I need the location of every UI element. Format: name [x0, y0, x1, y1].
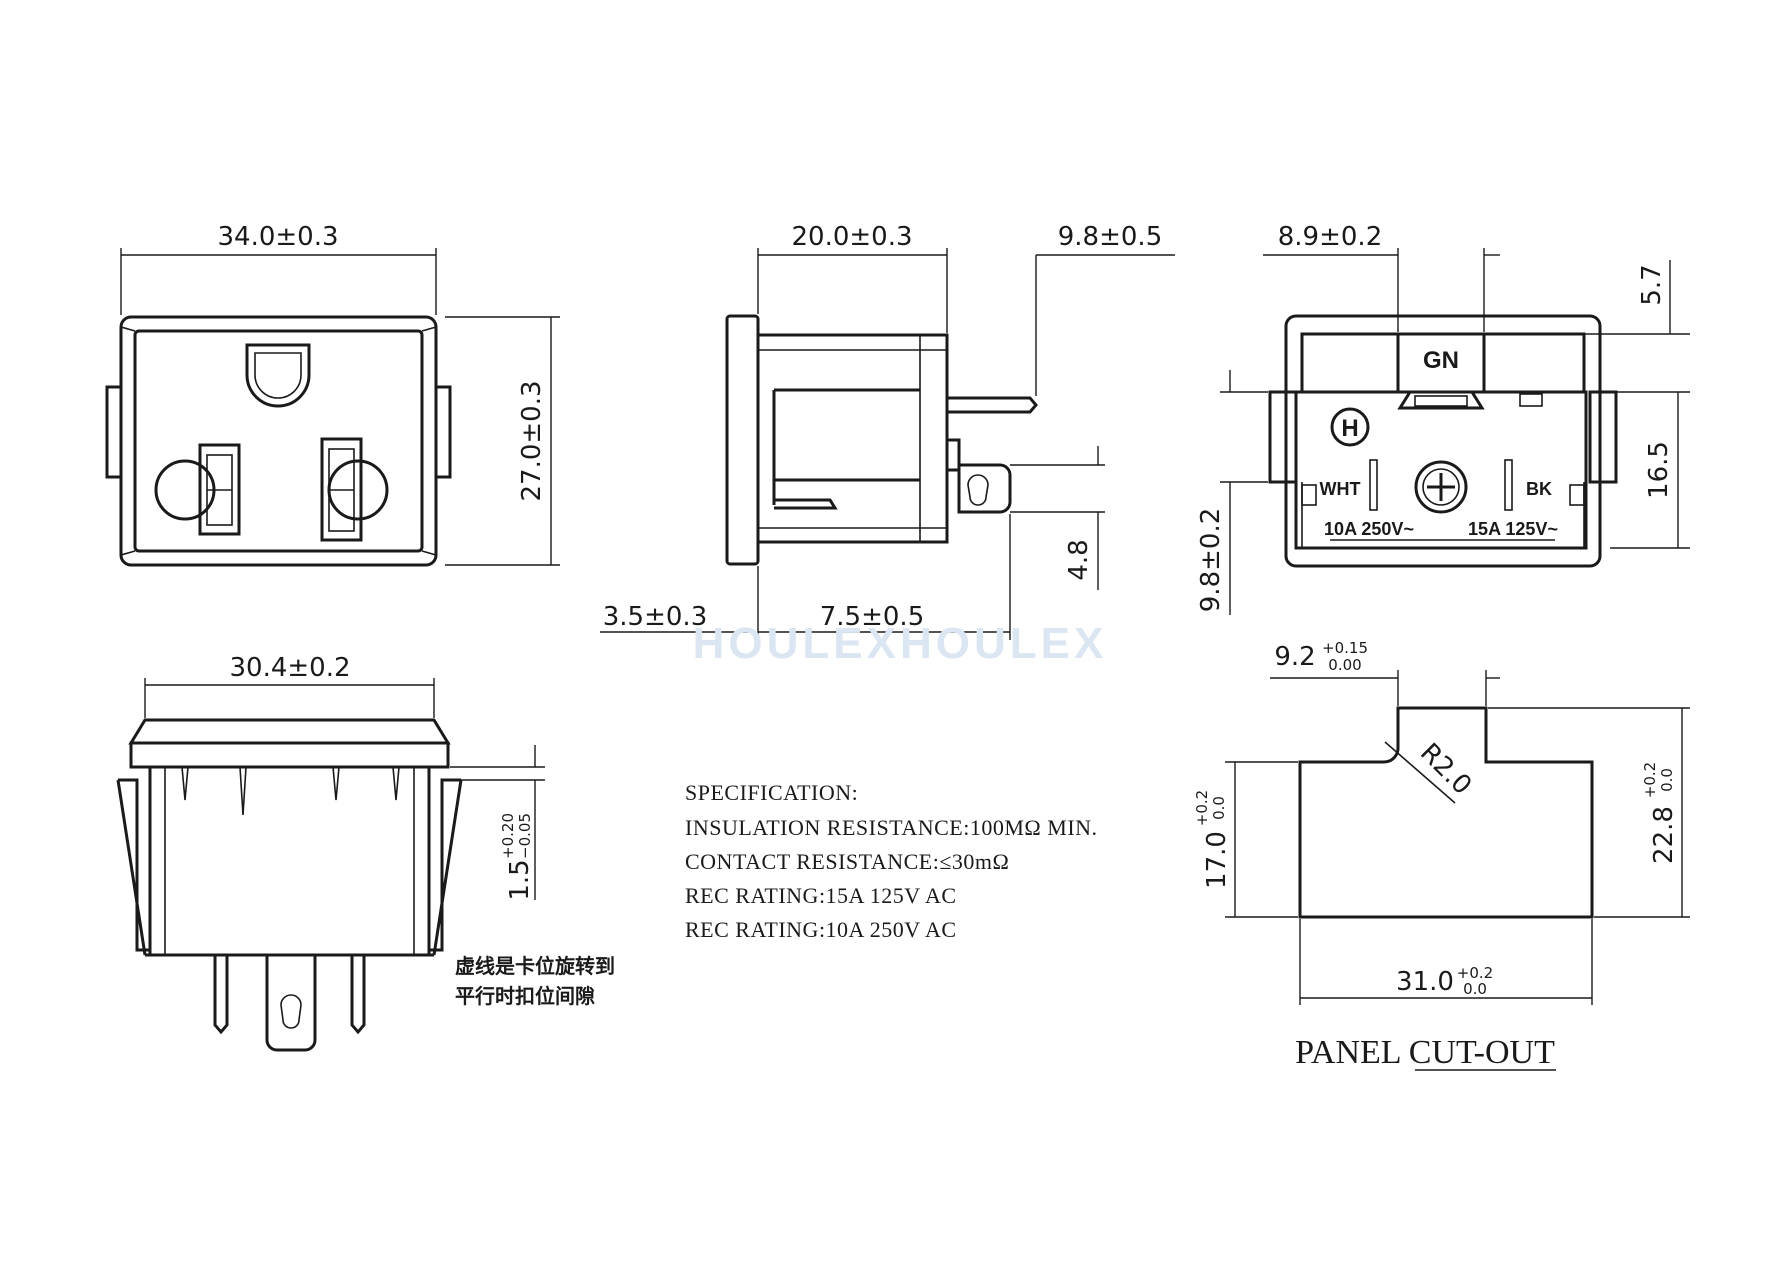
front-height-label: 27.0±0.3: [517, 380, 547, 501]
neutral-label: WHT: [1320, 479, 1361, 499]
spec-line-1: INSULATION RESISTANCE:100MΩ MIN.: [685, 815, 1098, 840]
rear-lower-label: 9.8±0.2: [1196, 508, 1226, 612]
terminal-length-label: 9.8±0.5: [1058, 222, 1162, 252]
terminal-offset-label: 7.5±0.5: [820, 602, 924, 632]
rear-gn-offset-label: 8.9±0.2: [1278, 222, 1382, 252]
watermark-logo: HOULEXHOULEX: [693, 619, 1108, 668]
side-view: 20.0±0.3 9.8±0.5 4.8 3.5±0.3 7.5±0.5: [600, 222, 1175, 640]
cutout-width-tol-lower: 0.0: [1463, 980, 1487, 998]
body-height-label: 17.0: [1202, 831, 1232, 889]
front-view: 34.0±0.3 27.0±0.3: [105, 222, 560, 567]
body-height-tol-upper: +0.2: [1193, 790, 1211, 826]
note-line-2: 平行时扣位间隙: [455, 984, 595, 1008]
cutout-width-label: 31.0: [1396, 967, 1454, 997]
cutout-title: PANEL CUT-OUT: [1295, 1034, 1555, 1071]
latch-gap-label: 1.5: [505, 859, 535, 900]
body-height-tol-lower: 0.0: [1210, 796, 1228, 820]
rear-view: GN H WHT BK 10A 250V~ 15A 125V~ 8.9±0.2 …: [1196, 222, 1690, 615]
rear-height-label: 16.5: [1644, 441, 1674, 499]
side-depth-label: 20.0±0.3: [791, 222, 912, 252]
cutout-radius-label: R2.0: [1414, 738, 1477, 801]
latch-gap-tol-lower: −0.05: [516, 813, 534, 859]
notch-tol-upper: +0.15: [1322, 639, 1368, 657]
spec-line-3: REC RATING:15A 125V AC: [685, 883, 957, 908]
terminal-width-label: 4.8: [1064, 539, 1094, 580]
spec-line-2: CONTACT RESISTANCE:≤30mΩ: [685, 849, 1009, 874]
total-height-tol-upper: +0.2: [1641, 762, 1659, 798]
front-width-label: 34.0±0.3: [217, 222, 338, 252]
h-mark-label: H: [1341, 415, 1358, 442]
spec-line-4: REC RATING:10A 250V AC: [685, 917, 957, 942]
total-height-label: 22.8: [1649, 806, 1679, 864]
flange-thickness-label: 3.5±0.3: [603, 602, 707, 632]
hot-label: BK: [1526, 479, 1552, 499]
panel-cutout-view: R2.0 9.2 +0.15 0.00 17.0 +0.2 0.0 22.8 +…: [1193, 639, 1690, 1071]
latch-gap-tol-upper: +0.20: [499, 813, 517, 859]
notch-tol-lower: 0.00: [1328, 656, 1361, 674]
bottom-view: 30.4±0.2 1.5 +0.20 −0.05 虚线是卡位旋转到 平行时扣位间…: [116, 653, 615, 1052]
rating-left-label: 10A 250V~: [1324, 519, 1414, 539]
rating-right-label: 15A 125V~: [1468, 519, 1558, 539]
cutout-width-tol-upper: +0.2: [1457, 964, 1493, 982]
spec-title: SPECIFICATION:: [685, 780, 858, 805]
rear-top-label: 5.7: [1637, 264, 1667, 305]
bottom-width-label: 30.4±0.2: [229, 653, 350, 683]
notch-width-label: 9.2: [1274, 642, 1315, 672]
total-height-tol-lower: 0.0: [1658, 768, 1676, 792]
specification-block: SPECIFICATION: INSULATION RESISTANCE:100…: [685, 780, 1098, 942]
note-line-1: 虚线是卡位旋转到: [455, 954, 615, 978]
ground-label: GN: [1423, 347, 1459, 374]
